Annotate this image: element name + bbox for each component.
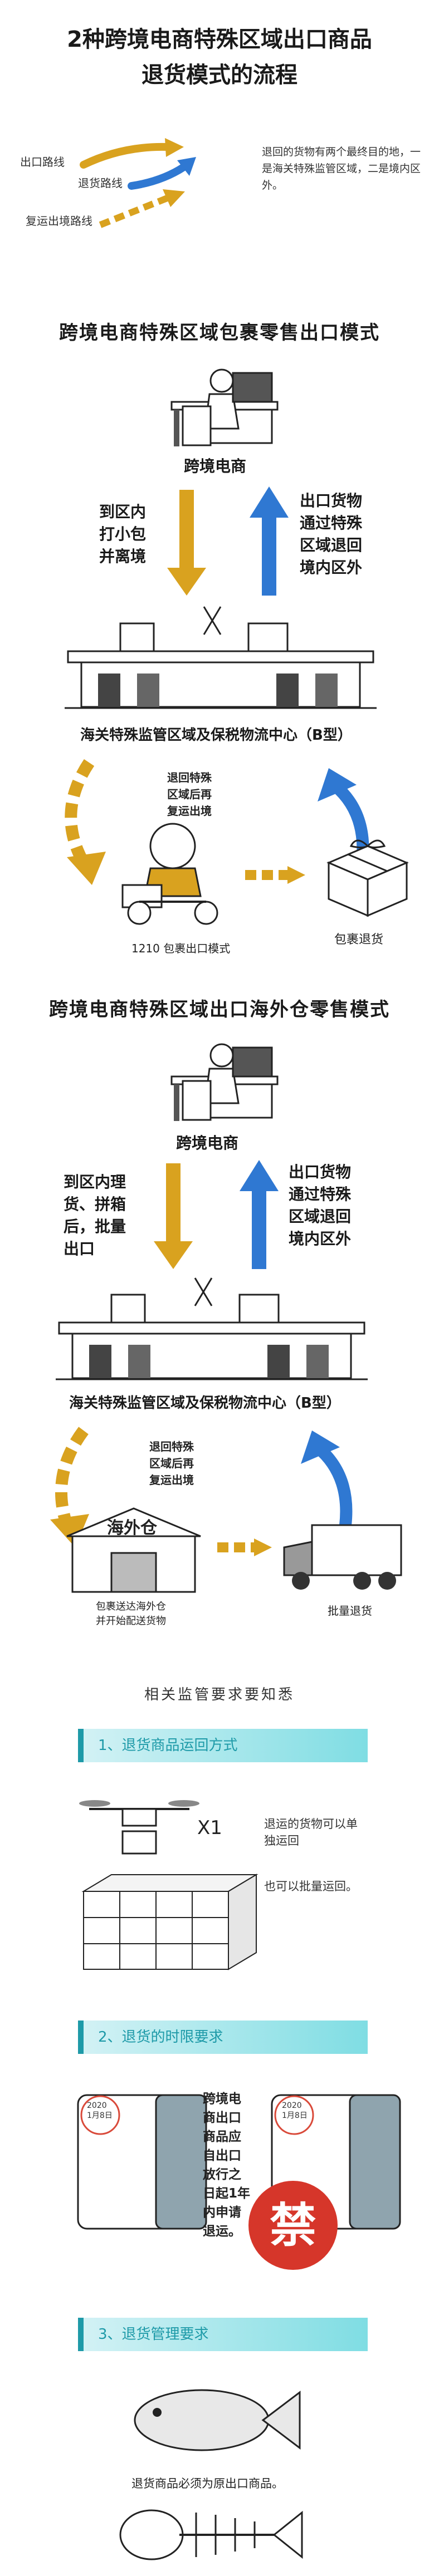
requirement1-batch-text: 也可以批量运回。 — [264, 1880, 358, 1893]
drone-illustration — [79, 1800, 199, 1855]
legend-reexit-arrow — [99, 189, 185, 228]
requirement3-text: 退货商品必须为原出口商品。 — [131, 2477, 284, 2490]
section2-title: 跨境电商特殊区域出口海外仓零售模式 — [49, 999, 390, 1021]
section2-truck-label: 批量退货 — [328, 1604, 372, 1618]
section1-export-arrow — [167, 490, 206, 596]
calendar-date-right: 2020 1月8日 — [282, 2101, 308, 2120]
page-title-line2: 退货模式的流程 — [142, 62, 297, 88]
page-title-line1: 2种跨境电商特殊区域出口商品 — [67, 27, 372, 52]
requirement1-banner: 1、退货商品运回方式 — [78, 1729, 368, 1762]
requirement3-banner: 3、退货管理要求 — [78, 2318, 368, 2351]
section2-right-text: 出口货物 通过特殊 区域退回 境内区外 — [289, 1163, 352, 1248]
section2-return-text: 退回特殊 区域后再 复运出境 — [149, 1440, 194, 1487]
section2-return-arrows — [50, 1427, 353, 1556]
legend-arrows — [80, 138, 196, 228]
requirement3-heading: 3、退货管理要求 — [98, 2326, 209, 2343]
section2-reexit-arrow — [50, 1427, 89, 1547]
legend-return-arrow — [128, 157, 196, 190]
phone-left-illustration — [77, 2094, 207, 2230]
section1-title: 跨境电商特殊区域包裹零售出口模式 — [59, 322, 380, 344]
fish-illustration — [134, 2389, 301, 2451]
section2-return-arrow — [240, 1160, 279, 1269]
section2-seller-label: 跨境电商 — [176, 1134, 239, 1152]
section1-return-text: 退回特殊 区域后再 复运出境 — [167, 771, 212, 818]
section1-right-text: 出口货物 通过特殊 区域退回 境内区外 — [300, 491, 363, 577]
requirements-title: 相关监管要求要知悉 — [144, 1687, 295, 1703]
section1-seller-label: 跨境电商 — [184, 457, 247, 475]
prohibited-stamp: 禁 — [248, 2181, 338, 2270]
section1-parcel-illustration — [326, 839, 409, 917]
section2-truck-return-arrow — [301, 1430, 353, 1526]
requirement1-heading: 1、退货商品运回方式 — [98, 1737, 238, 1754]
legend-export-arrow — [80, 138, 184, 169]
section1-building-label: 海关特殊监管区域及保税物流中心（B型） — [80, 727, 352, 744]
requirement2-heading: 2、退货的时限要求 — [98, 2029, 223, 2046]
section2-export-arrow — [154, 1163, 193, 1269]
section2-customs-building — [56, 1277, 368, 1380]
requirement1-single-text: 退运的货物可以单 独运回 — [264, 1817, 358, 1847]
section1-courier-label: 1210 包裹出口模式 — [131, 942, 231, 955]
section1-return-arrow — [250, 486, 289, 596]
section1-seller-illustration — [170, 368, 279, 446]
section2-vertical-arrows — [154, 1160, 279, 1269]
legend-return-label: 退货路线 — [78, 176, 123, 190]
section1-vertical-arrows — [167, 486, 289, 596]
section2-warehouse-illustration — [66, 1507, 201, 1593]
requirement2-banner: 2、退货的时限要求 — [78, 2021, 368, 2054]
requirement2-text: 跨境电 商出口 商品应 自出口 放行之 日起1年 内申请 退运。 — [203, 2092, 251, 2239]
legend-note: 退回的货物有两个最终目的地，一是海关特殊监管区域，二是境内区外。 — [262, 146, 421, 191]
section1-parcel-label: 包裹退货 — [334, 933, 384, 947]
section1-courier-illustration — [121, 823, 218, 925]
calendar-date-left: 2020 1月8日 — [87, 2101, 113, 2120]
section2-building-label: 海关特殊监管区域及保税物流中心（B型） — [69, 1395, 341, 1412]
section1-customs-building — [65, 606, 377, 709]
fish-skeleton-illustration — [119, 2509, 303, 2560]
section2-left-text: 到区内理 货、拼箱 后，批量 出口 — [64, 1173, 126, 1258]
section1-reexit-arrow — [65, 759, 106, 885]
section2-warehouse-caption: 包裹送达海外仓 并开始配送货物 — [96, 1601, 166, 1627]
section2-warehouse-to-truck-arrow — [217, 1538, 272, 1556]
section2-warehouse-sign: 海外仓 — [107, 1518, 157, 1538]
quantity-times-label: X1 — [197, 1817, 222, 1839]
section2-truck-illustration — [283, 1524, 402, 1590]
section1-left-text: 到区内 打小包 并离境 — [99, 503, 147, 566]
stacked-boxes-illustration — [81, 1874, 258, 1970]
legend-export-label: 出口路线 — [20, 155, 65, 169]
section1-courier-to-parcel-arrow — [245, 866, 305, 884]
section2-seller-illustration — [170, 1043, 279, 1121]
legend-reexit-label: 复运出境路线 — [26, 214, 92, 228]
